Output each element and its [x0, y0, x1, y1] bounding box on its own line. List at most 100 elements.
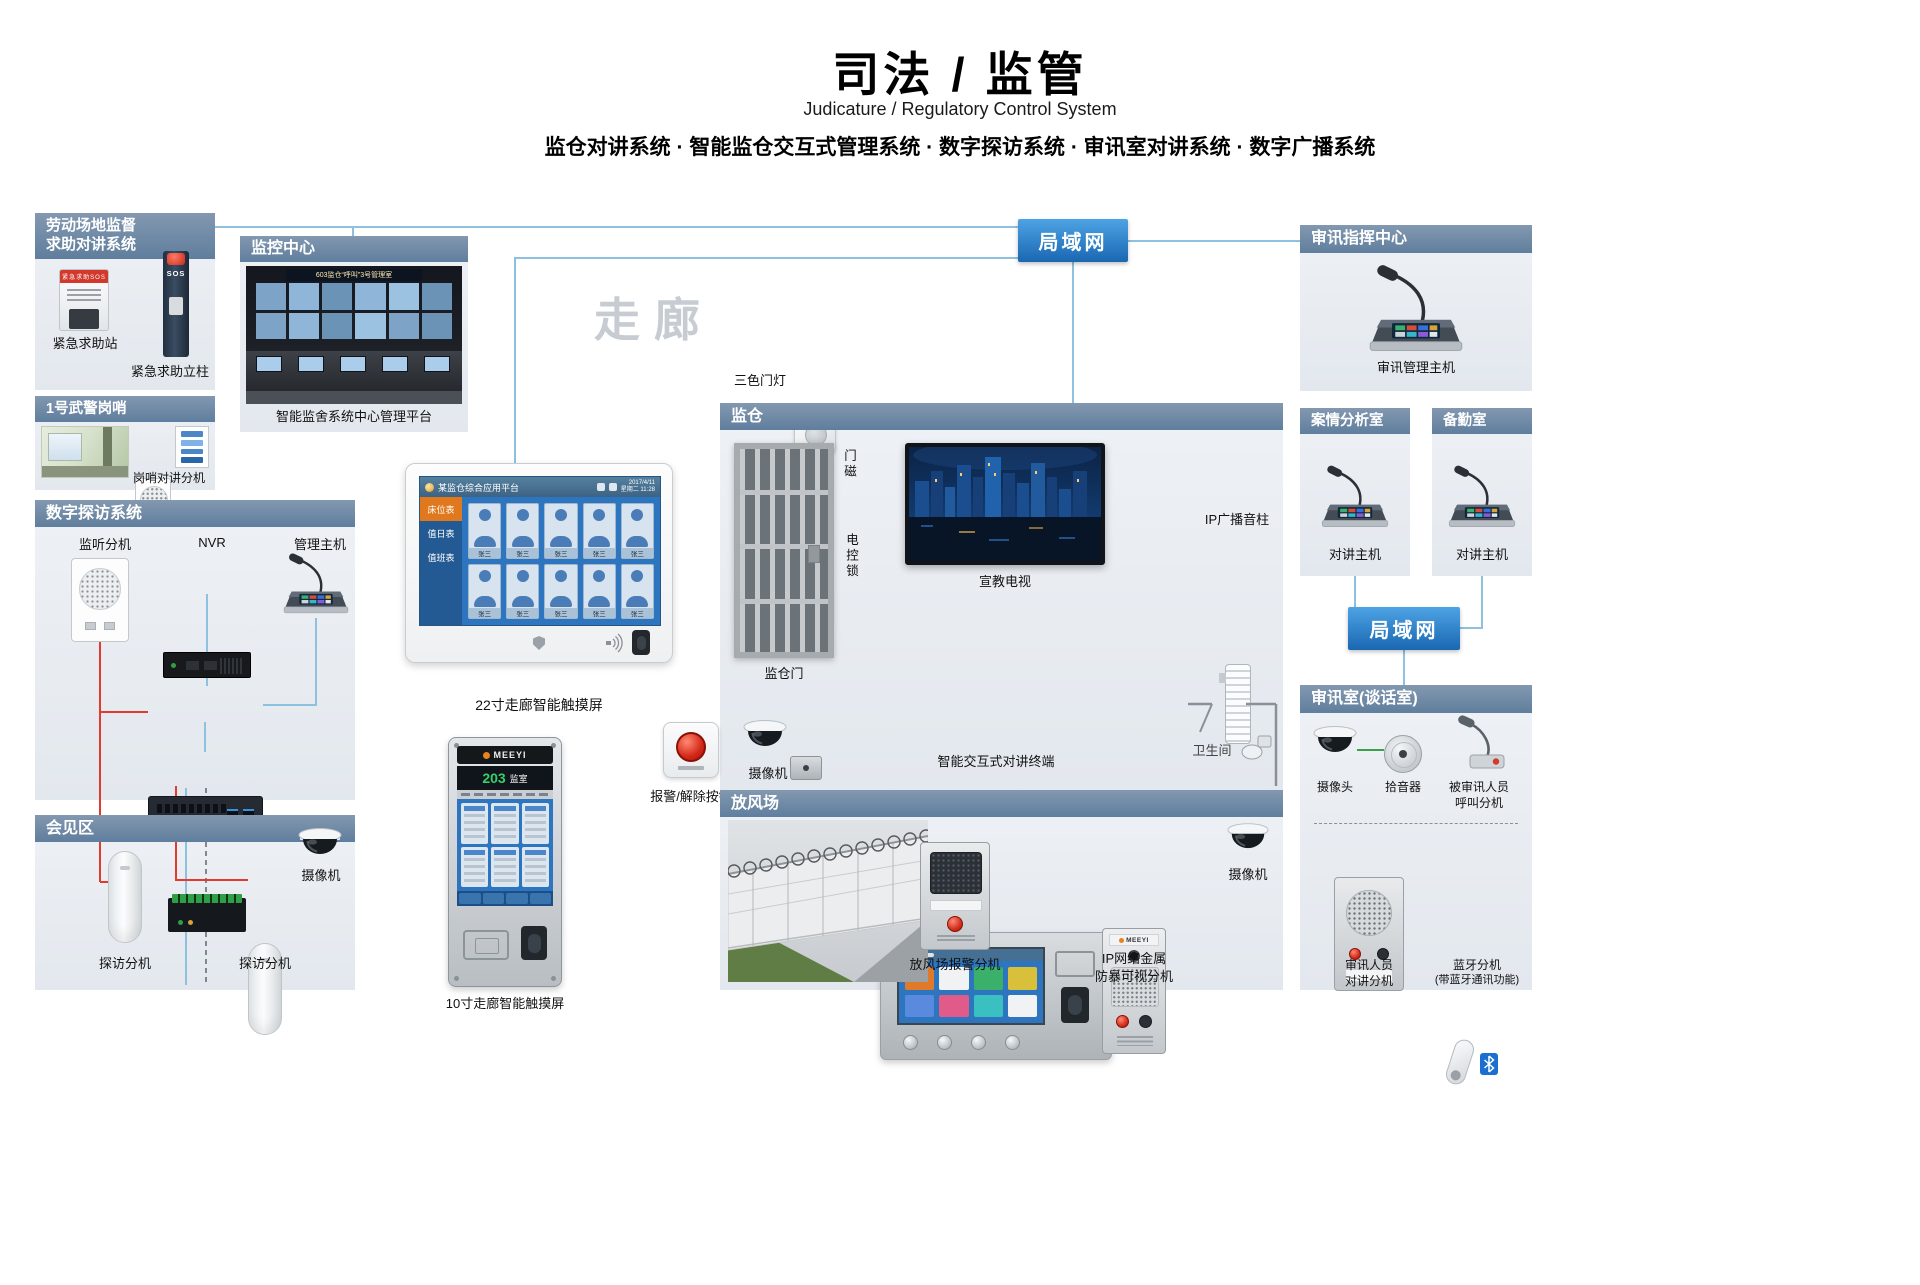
person-icon — [469, 565, 500, 609]
education-tv-label: 宣教电视 — [978, 574, 1031, 589]
person-icon — [545, 565, 576, 609]
call-button — [1116, 1015, 1129, 1028]
panel-monitor-header: 监控中心 — [240, 236, 468, 262]
panel-duty-header: 备勤室 — [1432, 408, 1532, 434]
panel-case-room: 案情分析室 对讲主机 — [1300, 408, 1410, 576]
tv-cityscape — [909, 447, 1101, 561]
bottom-menu — [457, 891, 553, 906]
touchscreen-22in-caption: 22寸走廊智能触摸屏 — [475, 697, 603, 713]
button-label-strip — [678, 766, 704, 770]
bed-card: 张三 — [506, 503, 540, 559]
cell-camera-label: 摄像机 — [748, 766, 788, 781]
audio-pickup — [1384, 735, 1422, 773]
cmd-title: 审讯指挥中心 — [1311, 230, 1408, 247]
label-band — [930, 900, 982, 911]
menu-duty-table: 值日表 — [427, 528, 455, 539]
app-time: 星期二 11:28 — [620, 487, 655, 493]
terminal-app-icons — [899, 961, 1043, 1023]
touchscreen-22in-screen: 某监仓综合应用平台 2017/4/11 星期二 11:28 床位表 值日表 值班… — [419, 476, 661, 626]
cancel-button — [1139, 1015, 1152, 1028]
cell-door-label: 监仓门 — [764, 666, 804, 681]
room-number: 203 — [482, 770, 506, 786]
call-button — [947, 916, 963, 932]
interrogation-mgmt-console — [1368, 261, 1464, 353]
panel-duty-room: 备勤室 对讲主机 — [1432, 408, 1532, 576]
speaker-grille — [930, 852, 982, 894]
app-date: 2017/4/11 — [628, 479, 655, 486]
app-logo-icon — [425, 482, 434, 492]
intercom-console — [1447, 463, 1517, 528]
duty-host-label: 对讲主机 — [1455, 547, 1508, 562]
interro-camera-label: 摄像头 — [1316, 780, 1353, 794]
pickup-label: 拾音器 — [1384, 780, 1421, 794]
panel-visit-header: 数字探访系统 — [35, 500, 355, 527]
sos-band-text: 紧急求助SOS — [62, 275, 106, 281]
brand-logo-icon — [483, 751, 491, 759]
person-name: 张三 — [621, 547, 653, 558]
person-icon — [622, 565, 653, 609]
nvr-label: NVR — [198, 535, 226, 550]
sos-band: 紧急求助SOS — [60, 270, 108, 283]
dome-camera — [743, 719, 787, 747]
pillar-call-panel — [169, 297, 183, 315]
person-icon — [469, 504, 500, 548]
media-converter — [168, 894, 246, 932]
ip-ext-label: IP网络金属 防暴可视分机 — [1094, 951, 1173, 984]
info-card-grid — [457, 799, 553, 891]
red-button — [676, 732, 706, 762]
yard-photo — [728, 820, 928, 982]
room-header: 203 监室 — [457, 766, 553, 790]
bed-card: 张三 — [468, 563, 502, 619]
panel-yard: 放风场 放风场报警分机 MEEYI — [720, 790, 1283, 1054]
case-room-title: 案情分析室 — [1311, 412, 1384, 429]
person-name: 张三 — [469, 608, 501, 618]
menu-shift-table: 值班表 — [427, 552, 455, 563]
info-card — [521, 803, 549, 844]
callee-ext-label: 被审讯人员 呼叫分机 — [1448, 780, 1509, 811]
person-icon — [622, 504, 653, 548]
alarm-button-label: 报警/解除按钮 — [650, 789, 732, 804]
labor-title-line2: 求助对讲系统 — [46, 236, 137, 253]
person-icon — [584, 565, 615, 609]
toilet-label: 卫生间 — [1192, 743, 1232, 758]
cell-door — [734, 443, 834, 658]
panel-interro-header: 审讯室(谈话室) — [1300, 685, 1532, 713]
app-sidebar: 床位表 值日表 值班表 — [420, 497, 462, 625]
control-room-photo: 603监仓“呼叫”3号管理室 — [246, 266, 462, 404]
bed-card: 张三 — [582, 503, 616, 559]
nvr-device — [163, 652, 251, 678]
toilet-icon — [1188, 702, 1278, 786]
info-card — [461, 803, 489, 844]
speaker-grille — [1346, 890, 1392, 936]
fingerprint-sensor — [632, 630, 650, 655]
panel-yard-header: 放风场 — [720, 790, 1283, 817]
bed-card: 张三 — [544, 563, 578, 619]
visit-title: 数字探访系统 — [46, 504, 143, 522]
terminal-buttons — [903, 1035, 1020, 1050]
person-name: 张三 — [583, 547, 615, 558]
app-titlebar: 某监仓综合应用平台 2017/4/11 星期二 11:28 — [420, 477, 660, 497]
station-handset-cavity — [69, 309, 99, 329]
toilet-area: 卫生间 — [1168, 698, 1278, 788]
room-label: 监室 — [509, 773, 528, 784]
monitor-title: 监控中心 — [251, 240, 316, 257]
emergency-help-station: 紧急求助SOS — [59, 269, 109, 331]
meeting-title: 会见区 — [46, 819, 95, 837]
pillar-sos-text: SOS — [166, 269, 186, 278]
panel-cell: 监仓 监仓门 门磁 电控锁 — [720, 403, 1283, 1060]
terminal-screen — [897, 947, 1045, 1025]
electric-lock — [790, 756, 822, 780]
person-icon — [507, 504, 538, 548]
panel-labor-header: 劳动场地监督 求助对讲系统 — [35, 213, 215, 259]
visit-ext1-label: 探访分机 — [98, 956, 151, 971]
app-datetime: 2017/4/11 星期二 11:28 — [621, 480, 655, 495]
visit-extension-1 — [108, 851, 142, 943]
lan-box-right: 局域网 — [1348, 607, 1460, 650]
visit-extension-2 — [248, 943, 282, 1035]
bed-card: 张三 — [620, 503, 654, 559]
home-icon — [608, 483, 617, 491]
cmd-host-label: 审讯管理主机 — [1376, 360, 1455, 375]
panel-monitor-center: 监控中心 603监仓“呼叫”3号管理室 智能监舍系统中心管理平台 — [240, 236, 468, 432]
yard-camera-label: 摄像机 — [1228, 867, 1268, 882]
person-name: 张三 — [507, 608, 539, 618]
